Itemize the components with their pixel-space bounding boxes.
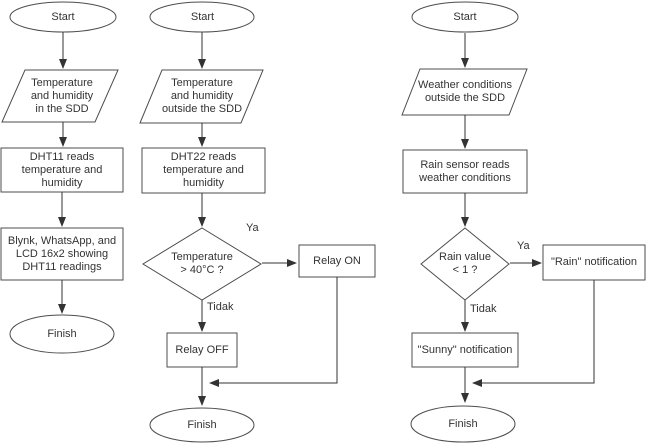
flow3-arrow-rain-join <box>472 280 595 387</box>
flow3-decision-diamond <box>420 227 510 301</box>
flow3-sunny-notification-box <box>411 332 519 368</box>
flow3-start-terminator <box>411 1 519 33</box>
flow3-input-parallelogram <box>401 68 528 116</box>
flow3-rain-notification-box <box>542 244 646 281</box>
flow1-start-terminator <box>9 1 117 33</box>
flow2-decision-diamond <box>142 227 262 301</box>
flow1-finish-terminator <box>9 314 115 354</box>
flow2-start-terminator <box>149 1 255 33</box>
flow3-finish-terminator <box>410 405 516 443</box>
flow2-process-box <box>141 147 266 194</box>
flow1-process-box <box>0 147 124 193</box>
flow2-arrow-relay-on-join <box>209 277 338 387</box>
flow3-process-box <box>402 149 528 194</box>
flow1-output-box <box>0 227 124 281</box>
flow1-input-parallelogram <box>1 69 119 123</box>
flow2-relay-on-box <box>298 244 376 278</box>
flow2-relay-off-box <box>166 332 238 368</box>
flow2-input-parallelogram <box>139 69 264 124</box>
flow2-finish-terminator <box>149 407 255 443</box>
